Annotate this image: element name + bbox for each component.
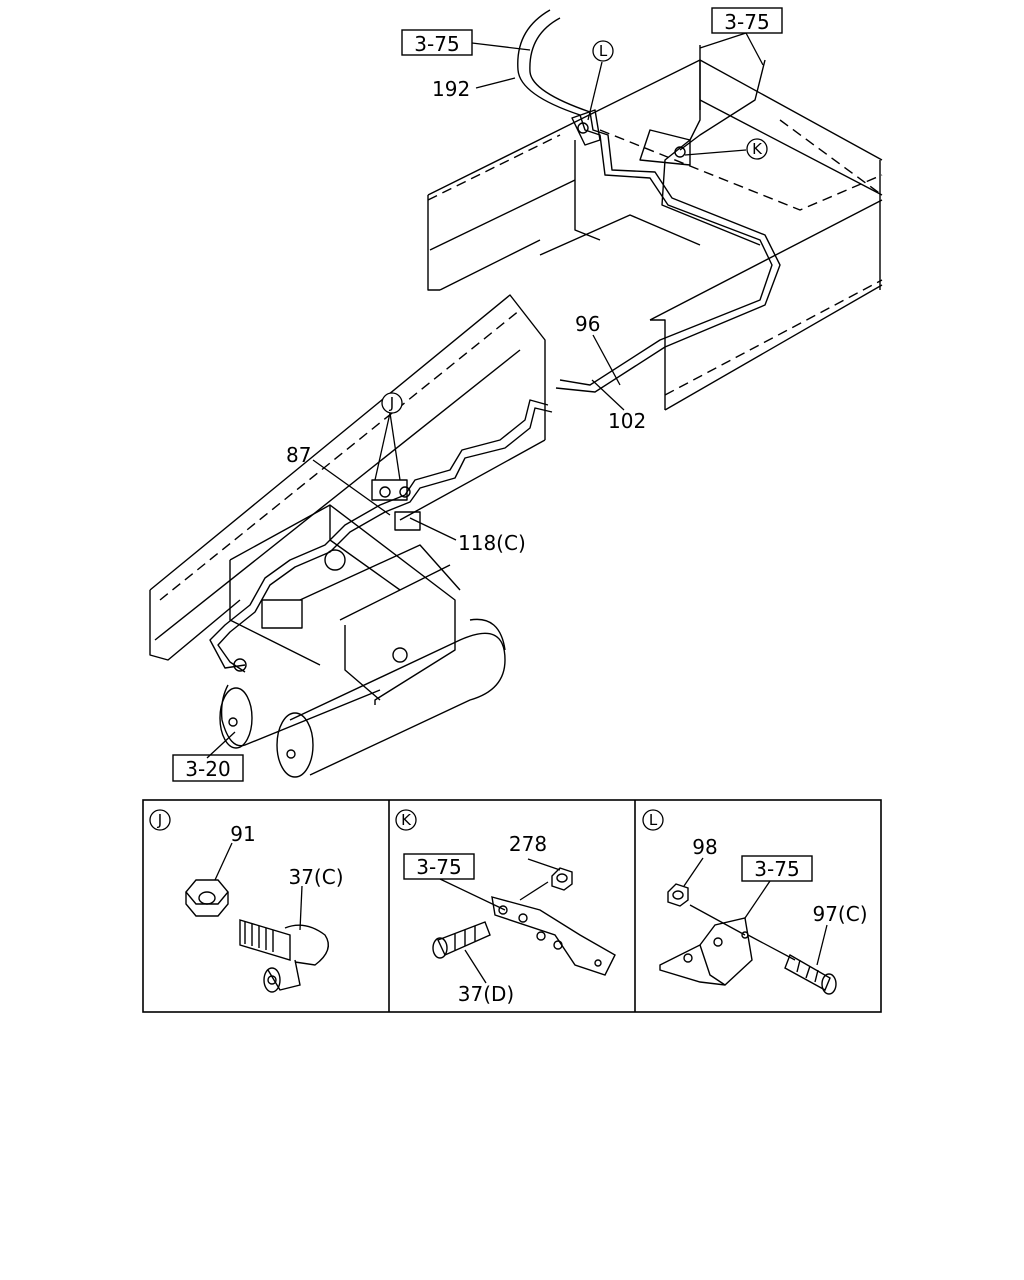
main-assembly — [149, 9, 883, 778]
fitting-97c-drawing — [784, 953, 837, 995]
detail-panels: J 91 37(C) K 3-75 — [142, 799, 882, 1013]
detail-j-id: J — [157, 811, 162, 829]
detail-l-marker — [642, 809, 664, 831]
ref-left-label: 3-75 — [414, 32, 459, 56]
lower-frame-rail — [149, 294, 546, 661]
detail-l-ref-box — [741, 855, 813, 882]
part-91-label: 91 — [230, 822, 255, 846]
bracket-k — [639, 129, 691, 166]
part-37c-label: 37(C) — [288, 865, 343, 889]
pipe-87 — [209, 399, 553, 673]
fitting-37d-drawing — [432, 921, 491, 959]
upper-frame — [427, 59, 883, 411]
detail-k-ref-box — [403, 853, 475, 880]
part-37d-label: 37(D) — [458, 982, 514, 1006]
air-tanks — [219, 618, 506, 778]
bracket-k-drawing — [491, 896, 616, 976]
detail-l: L 3-75 98 — [642, 809, 868, 995]
ref-right-label: 3-75 — [724, 10, 769, 34]
part-96-label: 96 — [575, 312, 600, 336]
valve-assembly — [229, 479, 461, 705]
part-192-label: 192 — [432, 77, 470, 101]
detail-j: J 91 37(C) — [149, 809, 344, 993]
main-text-labels: 3-75 3-75 192 L K 96 102 J 87 118(C) 3-2… — [185, 10, 769, 781]
part-102-label: 102 — [608, 409, 646, 433]
ref-bottom-label: 3-20 — [185, 757, 230, 781]
nut-91-drawing — [185, 879, 229, 917]
part-278-label: 278 — [509, 832, 547, 856]
part-98-label: 98 — [692, 835, 717, 859]
circle-j-label: J — [389, 394, 394, 412]
circle-k-label: K — [752, 140, 763, 158]
detail-panels-frame — [142, 799, 882, 1013]
bracket-l-drawing — [659, 917, 753, 986]
pipe-192 — [517, 9, 781, 393]
detail-k-ref-label: 3-75 — [416, 855, 461, 879]
detail-l-id: L — [649, 811, 658, 829]
circle-l-label: L — [599, 42, 608, 60]
reference-boxes — [172, 7, 783, 782]
part-118c-label: 118(C) — [458, 531, 526, 555]
detail-k-id: K — [401, 811, 412, 829]
nut-278-drawing — [551, 867, 573, 891]
leader-lines — [206, 32, 764, 759]
detail-k: K 3-75 278 — [395, 809, 616, 1006]
nut-98-drawing — [667, 883, 689, 907]
detail-k-marker — [395, 809, 417, 831]
detail-l-ref-label: 3-75 — [754, 857, 799, 881]
part-87-label: 87 — [286, 443, 311, 467]
part-97c-label: 97(C) — [812, 902, 867, 926]
detail-j-marker — [149, 809, 171, 831]
bracket-l — [571, 109, 601, 146]
fitting-37c-drawing — [239, 919, 329, 993]
circle-markers — [381, 40, 768, 414]
